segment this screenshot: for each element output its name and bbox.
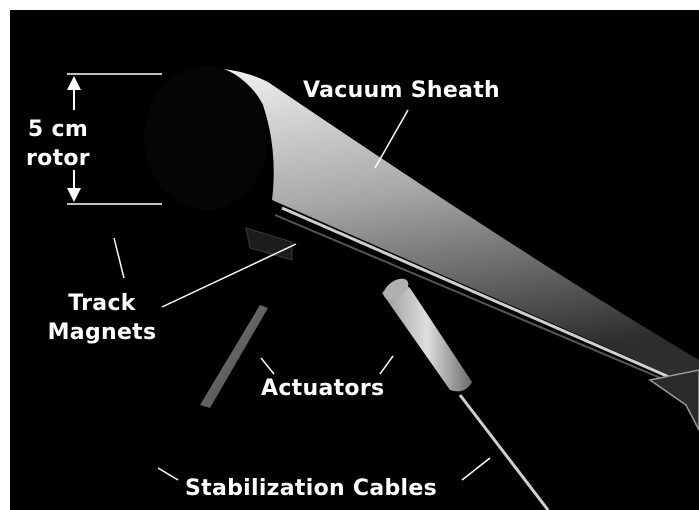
vacuum-sheath-label: Vacuum Sheath [303,79,500,103]
track-magnets-line2: Magnets [27,318,177,347]
rotor-size-line2: rotor [21,144,95,173]
rotor-size-line1: 5 cm [21,115,95,144]
stabilization-cables-label: Stabilization Cables [185,477,437,501]
track-magnets-label: Track Magnets [27,289,177,347]
rotor-face [144,66,268,210]
track-magnets-line1: Track [27,289,177,318]
rotor-size-label: 5 cm rotor [21,115,95,173]
actuators-label: Actuators [261,377,384,401]
